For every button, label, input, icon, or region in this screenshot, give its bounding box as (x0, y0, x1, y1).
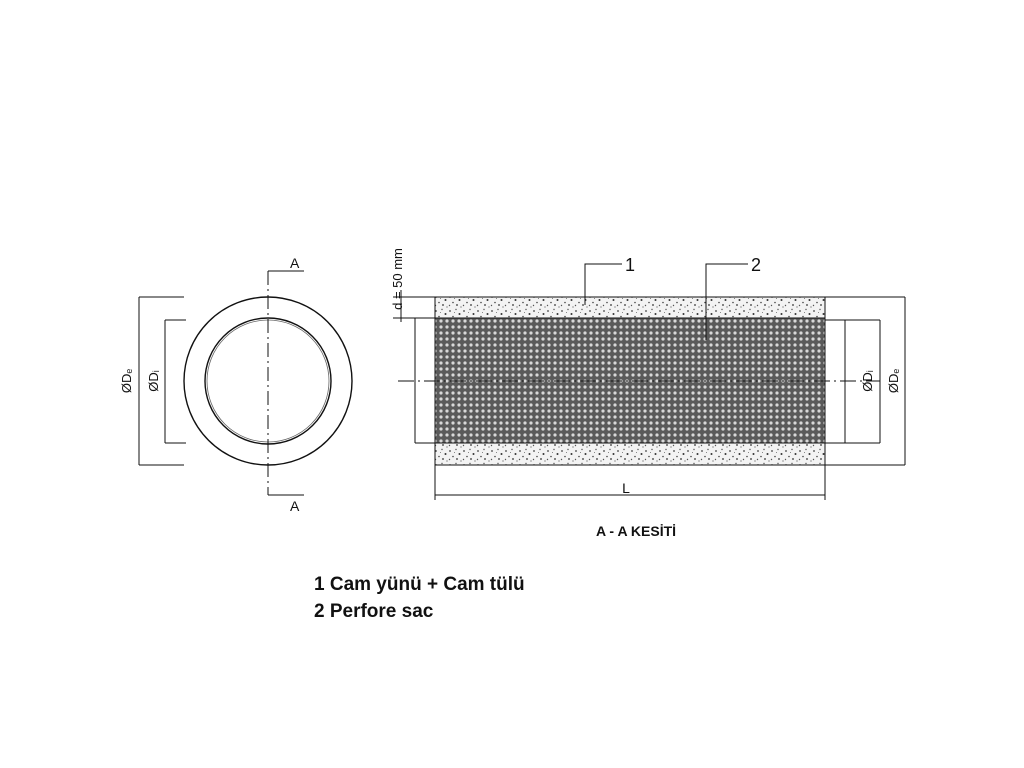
perforated-sheet (434, 317, 826, 444)
insulation-bottom (434, 442, 826, 466)
legend: 1 Cam yünü + Cam tülü 2 Perfore sac (314, 571, 525, 625)
insulation-top (434, 296, 826, 319)
legend-item-2: 2 Perfore sac (314, 601, 434, 622)
thickness-label: d = 50 mm (390, 248, 405, 310)
section-caption: A - A KESİTİ (596, 523, 676, 539)
section-mark-bottom: A (290, 498, 300, 514)
front-view: A A ØDₑ ØDᵢ (119, 255, 353, 514)
dim-outer-label: ØDₑ (119, 369, 134, 394)
callout-1-label: 1 (625, 255, 635, 275)
section-mark-top: A (290, 255, 300, 271)
dim-de-label: ØDₑ (886, 369, 901, 394)
section-view: d = 50 mm 1 2 L ØDᵢ ØDₑ A - A KESİTİ (390, 248, 906, 539)
callout-2-leader (705, 263, 748, 340)
legend-item-1: 1 Cam yünü + Cam tülü (314, 574, 525, 595)
callout-2-label: 2 (751, 255, 761, 275)
callout-1-leader (584, 263, 622, 305)
dim-inner-label: ØDᵢ (146, 370, 161, 392)
length-label: L (622, 480, 630, 496)
dim-di-label: ØDᵢ (860, 370, 875, 392)
